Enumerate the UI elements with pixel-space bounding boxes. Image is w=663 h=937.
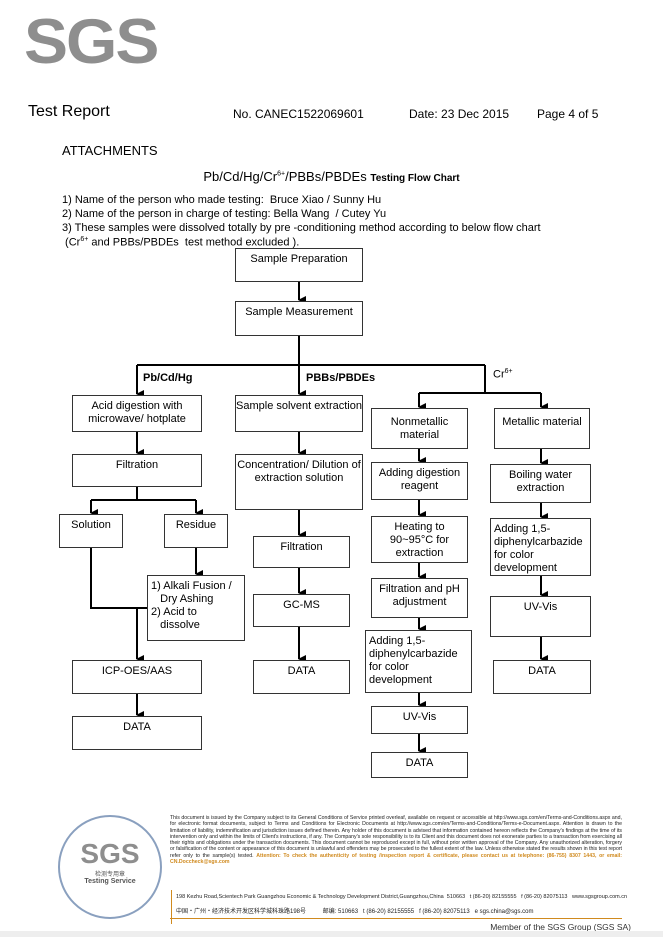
cr-text: Cr <box>493 368 505 381</box>
disclaimer-text: This document is issued by the Company s… <box>170 815 622 865</box>
note-1: 1) Name of the person who made testing: … <box>62 194 382 206</box>
box-uvvis-metal: UV-Vis <box>490 596 591 637</box>
box-digestion-reagent: Adding digestion reagent <box>371 462 468 500</box>
box-sample-preparation: Sample Preparation <box>235 248 363 282</box>
box-adding-dpc-nonmetal: Adding 1,5-diphenylcarbazide for color d… <box>365 630 472 693</box>
seal-sub-en: Testing Service <box>84 878 136 885</box>
box-nonmetallic: Nonmetallic material <box>371 408 468 449</box>
title-main-post: /PBBs/PBDEs <box>285 169 367 184</box>
alkali-line-3: 2) Acid to <box>151 606 197 618</box>
address-cn: 中国・广州・经济技术开发区科学城科珠路198号 邮编: 510663 t (86… <box>176 909 534 915</box>
alkali-line-4: dissolve <box>151 619 200 631</box>
note-2: 2) Name of the person in charge of testi… <box>62 208 387 220</box>
seal-sub-cn: 检测专用章 <box>94 872 125 878</box>
box-heating: Heating to 90~95°C for extraction <box>371 516 468 563</box>
box-icp: ICP-OES/AAS <box>72 660 202 694</box>
note4-post: and PBBs/PBDEs test method excluded ). <box>88 236 300 249</box>
note-4: (Cr6+ and PBBs/PBDEs test method exclude… <box>62 236 299 249</box>
disclaimer: This document is issued by the Company s… <box>170 815 622 859</box>
box-solvent-extraction: Sample solvent extraction <box>235 395 363 432</box>
member-text: Member of the SGS Group (SGS SA) <box>490 922 631 932</box>
box-acid-digestion: Acid digestion with microwave/ hotplate <box>72 395 202 432</box>
box-gcms: GC-MS <box>253 594 350 627</box>
address-en: 198 Kezhu Road,Scientech Park Guangzhou … <box>176 894 628 900</box>
section-heading: ATTACHMENTS <box>62 143 158 158</box>
branch-label-pb: Pb/Cd/Hg <box>143 372 193 384</box>
box-concentration: Concentration/ Dilution of extraction so… <box>235 454 363 510</box>
title-sup: 6+ <box>277 170 286 178</box>
box-metallic: Metallic material <box>494 408 590 449</box>
box-filtration-pbb: Filtration <box>253 536 350 568</box>
box-uvvis-nonmetal: UV-Vis <box>371 706 468 734</box>
footer-vrule <box>171 890 172 924</box>
cr-sup: 6+ <box>504 368 513 375</box>
page-number: Page 4 of 5 <box>537 107 599 121</box>
box-boiling-water: Boiling water extraction <box>490 464 591 503</box>
report-number: No. CANEC1522069601 <box>233 107 364 121</box>
sgs-logo: SGS <box>24 5 159 77</box>
note4-sup: 6+ <box>80 236 89 243</box>
box-filtration-ph: Filtration and pH adjustment <box>371 578 468 618</box>
box-data-pb: DATA <box>72 716 202 750</box>
note4-pre: (Cr <box>62 236 81 249</box>
box-data-pbb: DATA <box>253 660 350 694</box>
alkali-line-2: Dry Ashing <box>151 593 214 605</box>
box-data-nonmetal: DATA <box>371 752 468 778</box>
footer-rule <box>170 918 622 919</box>
report-date: Date: 23 Dec 2015 <box>409 107 510 121</box>
seal-logo: SGS <box>80 838 140 869</box>
box-residue: Residue <box>164 514 228 548</box>
box-adding-dpc-metal: Adding 1,5-diphenylcarbazide for color d… <box>490 518 591 576</box>
bottom-bar <box>0 931 663 937</box>
box-data-metal: DATA <box>493 660 591 694</box>
alkali-line-1: 1) Alkali Fusion / <box>151 580 232 592</box>
branch-label-cr: Cr6+ <box>493 368 513 381</box>
attention-text: Attention: To check the authenticity of … <box>170 852 622 866</box>
branch-label-pbb: PBBs/PBDEs <box>306 372 376 384</box>
testing-service-seal: SGS 检测专用章 Testing Service <box>58 815 162 919</box>
flow-chart-title: Pb/Cd/Hg/Cr6+/PBBs/PBDEs Testing Flow Ch… <box>0 169 663 184</box>
box-solution: Solution <box>59 514 123 548</box>
box-filtration-pb: Filtration <box>72 454 202 487</box>
title-suffix: Testing Flow Chart <box>370 173 460 184</box>
note-3: 3) These samples were dissolved totally … <box>62 222 541 234</box>
report-title: Test Report <box>28 103 110 120</box>
title-main: Pb/Cd/Hg/Cr <box>203 169 278 184</box>
box-sample-measurement: Sample Measurement <box>235 301 363 336</box>
